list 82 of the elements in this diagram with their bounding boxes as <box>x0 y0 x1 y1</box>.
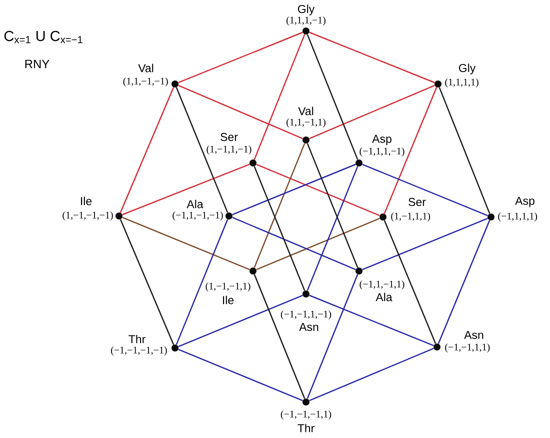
edge-line <box>232 164 356 216</box>
coordinate-label: (1,−1,−1,−1) <box>62 211 113 221</box>
coordinate-label: (1,1,−1,1) <box>286 118 326 128</box>
amino-acid-label: Ile <box>223 296 234 304</box>
vertex-dot <box>172 80 178 88</box>
amino-acid-label: Ile <box>81 196 92 206</box>
edge-line <box>309 348 434 402</box>
edge-line <box>256 218 380 270</box>
coordinate-label: (−1,−1,−1,1) <box>280 410 332 420</box>
amino-acid-label: Gly <box>298 4 315 16</box>
edge-line <box>178 348 303 402</box>
edge-line <box>232 216 356 270</box>
edge-line <box>120 219 174 345</box>
amino-acid-label: Val <box>138 64 154 72</box>
edge-line <box>309 294 434 346</box>
edge-line <box>438 220 490 344</box>
vertex-dot <box>226 212 232 220</box>
coordinate-label: (−1,−1,−1,−1) <box>111 346 167 356</box>
amino-acid-label: Gly <box>458 64 476 74</box>
vertex-dot <box>356 160 362 166</box>
edge-line <box>438 87 490 214</box>
edge-line <box>306 274 358 399</box>
amino-acid-label: Ala <box>376 292 392 302</box>
edge-line <box>178 84 303 140</box>
edge-line <box>254 166 306 291</box>
vertex-dot <box>356 268 362 274</box>
edge-line <box>306 34 358 160</box>
vertex-dot <box>172 344 178 352</box>
coordinate-label: (−1,−1,1,−1) <box>280 310 332 320</box>
edge-line <box>122 164 250 216</box>
vertex-dot <box>116 212 122 220</box>
coordinate-label: (−1,1,−1,−1) <box>172 211 223 221</box>
amino-acid-label: Asn <box>299 322 318 331</box>
edge-line <box>306 143 358 268</box>
edge-line <box>254 143 306 268</box>
edge-line <box>122 216 250 270</box>
coordinate-label: (−1,1,1,1) <box>498 212 538 222</box>
vertex-dot <box>302 136 310 144</box>
coordinate-label: (−1,1,−1,1) <box>360 280 404 290</box>
coordinate-label: (1,−1,1,1) <box>391 212 430 222</box>
vertex-dot <box>250 160 256 166</box>
edge-line <box>254 34 306 160</box>
edge-line <box>176 219 228 345</box>
amino-acid-label: Val <box>298 106 314 116</box>
vertex-dot <box>302 28 310 34</box>
vertex-dot <box>380 214 386 220</box>
coordinate-label: (−1,1,1,−1) <box>360 147 404 157</box>
amino-acid-label: Ser <box>220 132 238 142</box>
amino-acid-label: Thr <box>128 334 146 344</box>
vertex-dot <box>434 344 440 350</box>
vertex-dot <box>488 214 494 220</box>
edge-line <box>309 32 435 84</box>
edge-line <box>384 87 438 214</box>
vertex-dot <box>302 290 310 298</box>
coordinate-label: (1,1,1,1) <box>445 78 478 88</box>
coordinate-label: (1,−1,1,−1) <box>206 145 252 155</box>
edge-line <box>309 84 435 140</box>
edge-line <box>362 218 488 270</box>
edge-line <box>306 166 358 291</box>
title: C$_{x=1}$ U C$_{x=−1}$ <box>4 30 82 44</box>
edge-line <box>384 220 436 344</box>
amino-acid-label: Asn <box>464 330 484 339</box>
edge-line <box>254 274 306 399</box>
edge-line <box>362 164 488 216</box>
amino-acid-label: Asp <box>515 196 534 208</box>
edge-line <box>178 294 303 348</box>
edge-line <box>120 87 174 213</box>
edge-line <box>256 164 380 216</box>
edge-line <box>176 87 228 213</box>
amino-acid-label: Asp <box>372 134 392 146</box>
coordinate-label: (1,−1,−1,1) <box>206 282 250 292</box>
amino-acid-label: Thr <box>298 424 314 432</box>
amino-acid-label: Ser <box>408 198 426 206</box>
text-label: RNY <box>25 60 50 68</box>
edge-line <box>178 32 303 84</box>
amino-acid-label: Ala <box>186 200 204 208</box>
vertex-dot <box>302 398 310 406</box>
coordinate-label: (1,1,1,−1) <box>286 16 326 26</box>
coordinate-label: (−1,−1,1,1) <box>445 343 490 353</box>
vertex-dot <box>434 80 442 88</box>
vertex-dot <box>250 268 256 274</box>
coordinate-label: (1,1,−1,−1) <box>123 77 168 87</box>
